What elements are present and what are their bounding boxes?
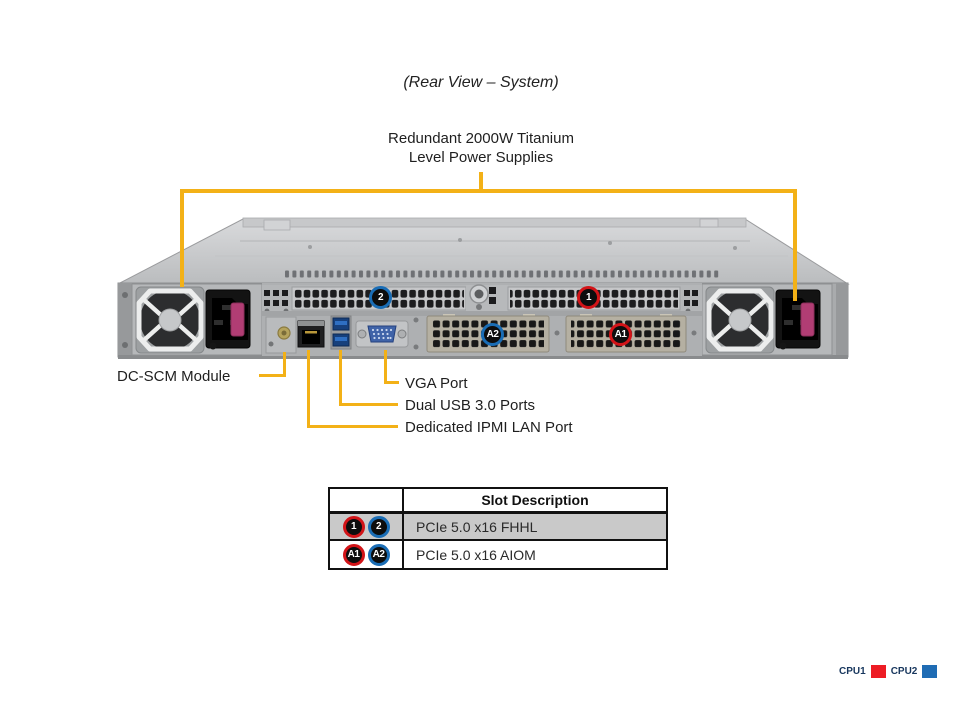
cpu-legend: CPU1 CPU2 [839, 665, 938, 678]
callout-line-dcscm-h [259, 374, 286, 377]
table-header-label: Slot Description [481, 492, 589, 508]
cpu1-label: CPU1 [839, 666, 866, 677]
table-header-badges-cell [330, 489, 404, 511]
slot-badge-a1: A1 [609, 323, 632, 346]
table-row: 1 2 PCIe 5.0 x16 FHHL [330, 514, 666, 541]
cpu2-color-swatch [922, 665, 938, 678]
table-row2-badges: A1 A2 [330, 541, 404, 568]
callout-line-usb-v [339, 350, 342, 406]
table-header-row: Slot Description [330, 489, 666, 514]
slot-badge-a2: A2 [481, 323, 504, 346]
slot-badge-2: 2 [369, 286, 392, 309]
ipmi-lan-label: Dedicated IPMI LAN Port [405, 419, 573, 436]
table-row2-desc: PCIe 5.0 x16 AIOM [416, 546, 536, 563]
callout-line-psu-right-drop [793, 193, 797, 301]
table-row1-badges: 1 2 [330, 514, 404, 539]
callout-line-lan-v [307, 350, 310, 428]
callout-line-dcscm-v [283, 352, 286, 377]
callout-line-lan-h [307, 425, 398, 428]
table-row: A1 A2 PCIe 5.0 x16 AIOM [330, 541, 666, 568]
callout-line-psu-bracket [180, 189, 797, 193]
callout-line-usb-h [339, 403, 398, 406]
page-title: (Rear View – System) [403, 74, 559, 91]
table-badge-a1: A1 [342, 543, 365, 566]
vga-port-label: VGA Port [405, 375, 468, 392]
slot-badge-1: 1 [577, 286, 600, 309]
callout-line-psu-left-drop [180, 193, 184, 287]
psu-callout-label-line2: Level Power Supplies [408, 149, 554, 166]
table-badge-1: 1 [342, 515, 365, 538]
usb-ports-label: Dual USB 3.0 Ports [405, 397, 536, 414]
table-badge-a2: A2 [367, 543, 390, 566]
callout-line-vga-v [384, 350, 387, 384]
psu-callout-label-line1: Redundant 2000W Titanium [388, 130, 574, 147]
table-badge-2: 2 [367, 515, 390, 538]
table-row1-desc: PCIe 5.0 x16 FHHL [416, 518, 538, 535]
dc-scm-label: DC-SCM Module [117, 368, 231, 385]
cpu2-label: CPU2 [890, 666, 918, 677]
cpu1-color-swatch [870, 665, 886, 678]
slot-description-table: Slot Description 1 2 PCIe 5.0 x16 FHHL A… [328, 487, 668, 570]
callout-line-psu-stem [479, 172, 483, 191]
psu-callout-label: Redundant 2000W Titanium Level Power Sup… [331, 129, 631, 167]
callout-line-vga-h [384, 381, 399, 384]
